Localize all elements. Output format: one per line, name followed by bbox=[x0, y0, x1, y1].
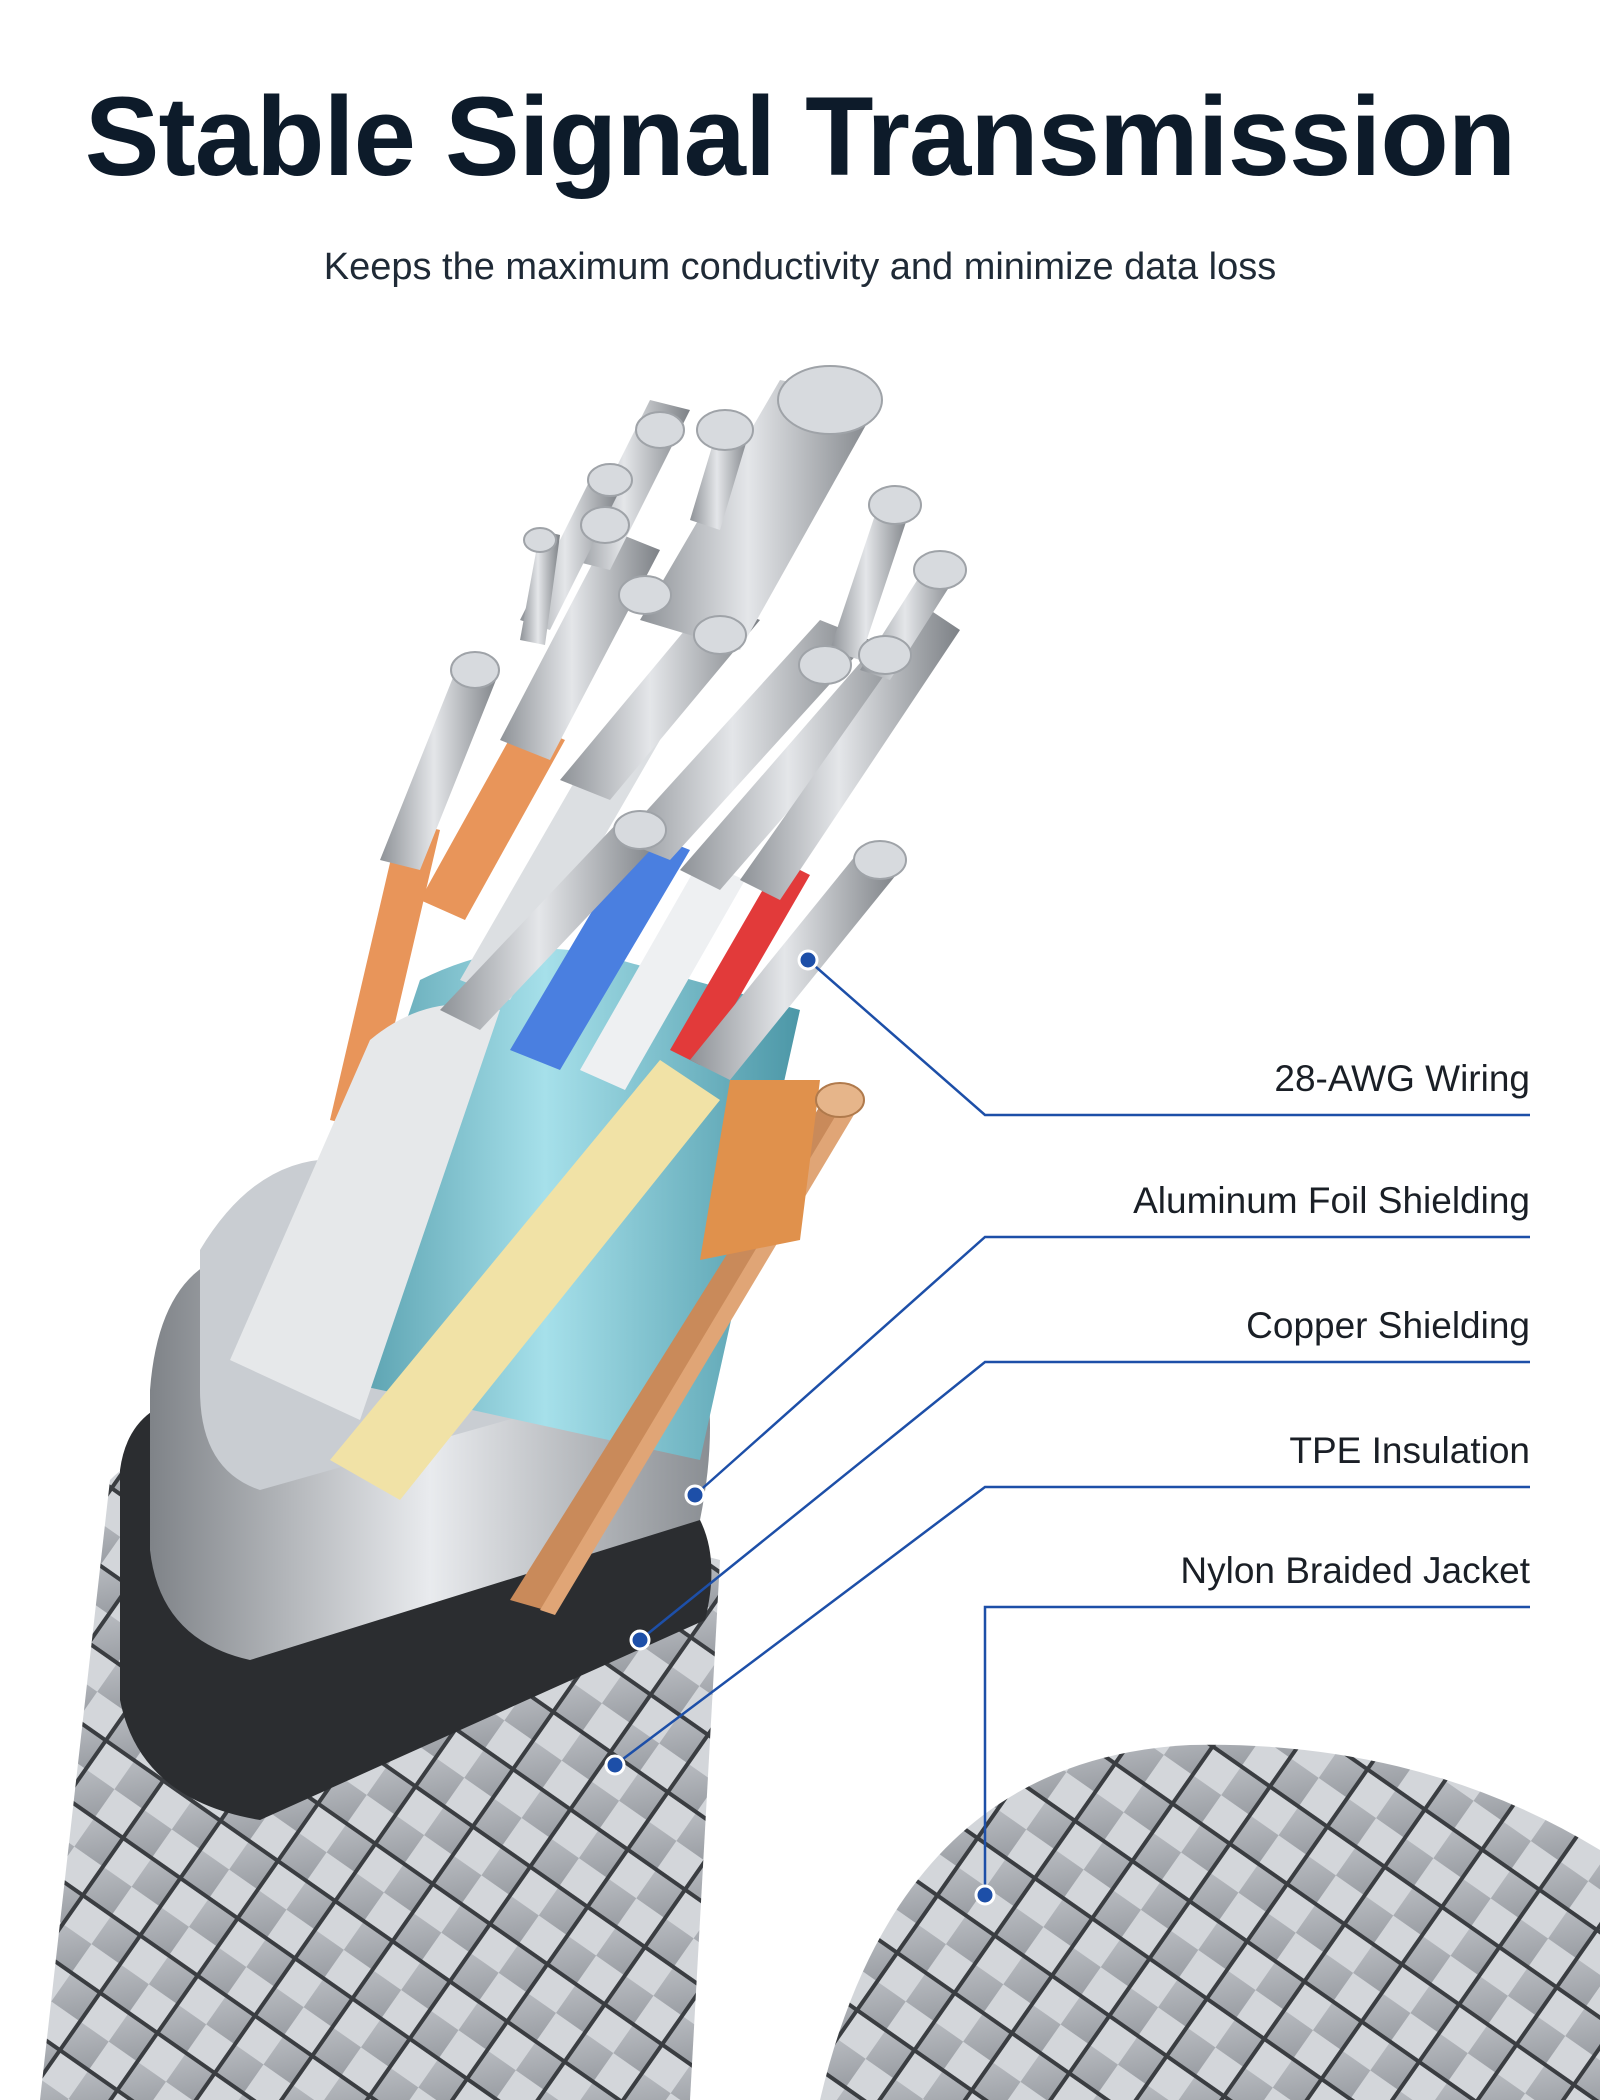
leader-dot-wiring bbox=[797, 949, 819, 971]
callout-tpe-insulation: TPE Insulation bbox=[1289, 1430, 1530, 1471]
leader-dot-tpe bbox=[604, 1754, 626, 1776]
callout-nylon-braided-jacket: Nylon Braided Jacket bbox=[1180, 1550, 1530, 1591]
page-subtitle: Keeps the maximum conductivity and minim… bbox=[323, 246, 1277, 288]
leader-line-wiring bbox=[807, 959, 1530, 1117]
callout-28awg-wiring: 28-AWG Wiring bbox=[1274, 1058, 1530, 1099]
leader-line-foil bbox=[694, 1235, 1530, 1496]
leader-dot-foil bbox=[684, 1484, 706, 1506]
page-title: Stable Signal Transmission bbox=[84, 74, 1516, 199]
insulated-conductors bbox=[230, 720, 860, 1615]
conductor-end-caps bbox=[450, 365, 967, 1118]
leader-line-tpe bbox=[614, 1485, 1530, 1766]
leader-lines bbox=[614, 959, 1530, 1895]
leader-line-jacket bbox=[983, 1605, 1530, 1895]
leader-line-copper bbox=[639, 1360, 1530, 1641]
leader-dots bbox=[604, 949, 996, 1906]
leader-dot-jacket bbox=[974, 1884, 996, 1906]
callout-aluminum-foil-shielding: Aluminum Foil Shielding bbox=[1133, 1180, 1530, 1221]
callout-copper-shielding: Copper Shielding bbox=[1246, 1305, 1530, 1346]
leader-dot-copper bbox=[629, 1629, 651, 1651]
braided-jacket-loop bbox=[820, 1744, 1600, 2100]
